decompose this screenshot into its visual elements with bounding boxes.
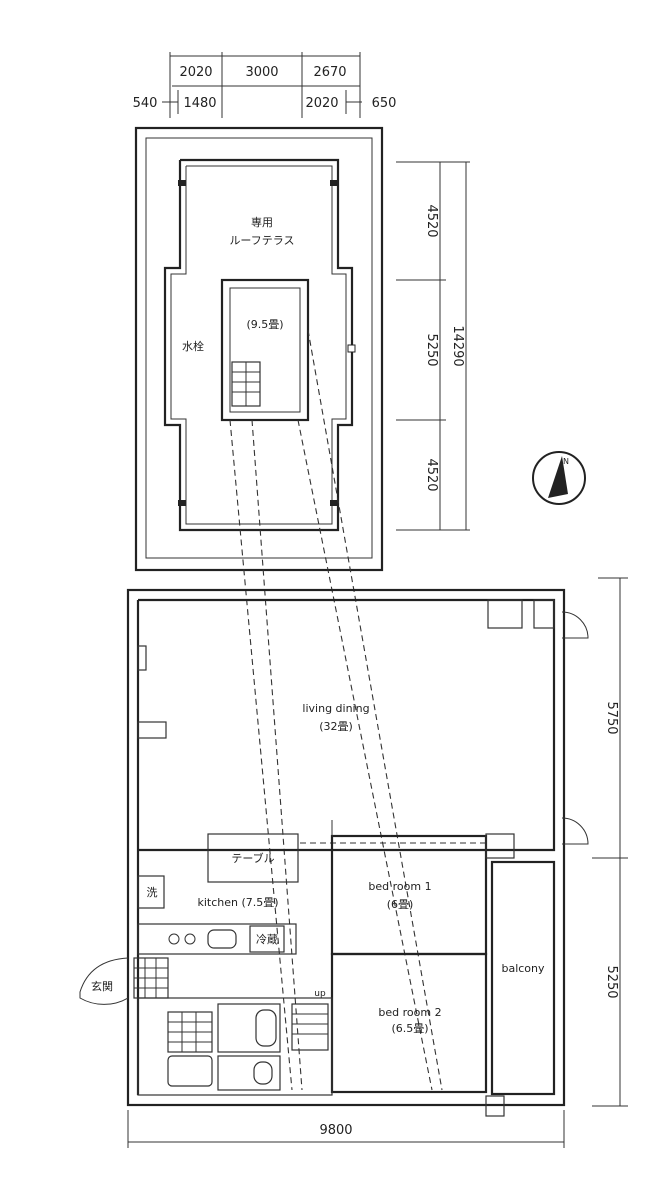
dim-roof-3: 4520 (424, 458, 439, 491)
compass-label: N (563, 457, 569, 466)
dim-top-4: 540 (133, 96, 158, 111)
faucet-label: 水栓 (182, 339, 204, 353)
main-dimension-lines (592, 577, 628, 1107)
roof-room (220, 278, 310, 422)
dim-main-1: 5750 (604, 701, 619, 734)
roof-terrace-label-line1: 専用 (251, 216, 273, 229)
dim-main-2: 5250 (604, 965, 619, 998)
bedroom1-label: bed room 1 (368, 880, 431, 893)
stair-up-label: up (314, 989, 326, 999)
bedroom-block (330, 820, 515, 1094)
dim-roof-2: 5250 (424, 333, 439, 366)
dim-roof-1: 4520 (424, 204, 439, 237)
dim-top-7: 650 (372, 96, 397, 111)
roof-terrace-label-line2: ルーフテラス (229, 234, 294, 247)
entrance-label: 玄関 (91, 979, 113, 993)
living-dining-size: (32畳) (319, 720, 353, 733)
roof-room-label: (9.5畳) (246, 318, 283, 331)
roof-stair (231, 361, 261, 407)
bedroom1-size: (6畳) (387, 898, 414, 911)
bedroom2-label: bed room 2 (378, 1006, 441, 1019)
bottom-dimension-line (127, 1110, 565, 1148)
living-doors (561, 611, 589, 845)
projection-lines (229, 329, 488, 1091)
main-level-outline (126, 588, 566, 1107)
wash-label: 洗 (147, 886, 158, 899)
table (207, 833, 299, 883)
dim-top-2: 3000 (245, 65, 278, 80)
kitchen-counter (137, 875, 297, 955)
living-dining-label: living dining (302, 702, 369, 715)
dim-top-5: 1480 (183, 96, 216, 111)
kitchen-label: kitchen (7.5畳) (197, 896, 278, 909)
north-compass-icon (532, 451, 586, 505)
dim-top-6: 2020 (305, 96, 338, 111)
dim-top-1: 2020 (179, 65, 212, 80)
top-dimension-lines (162, 52, 362, 118)
table-label: テーブル (231, 851, 274, 865)
dim-bottom: 9800 (319, 1123, 352, 1138)
dim-top-3: 2670 (313, 65, 346, 80)
balcony (485, 860, 556, 1117)
dim-roof-total: 14290 (450, 325, 465, 366)
balcony-label: balcony (501, 962, 545, 975)
roof-terrace-outline (134, 126, 384, 572)
bathroom-block (137, 997, 333, 1096)
storage-label: 冷蔵 (256, 933, 278, 946)
bedroom2-size: (6.5畳) (391, 1022, 428, 1035)
roof-dimension-lines (396, 161, 470, 531)
